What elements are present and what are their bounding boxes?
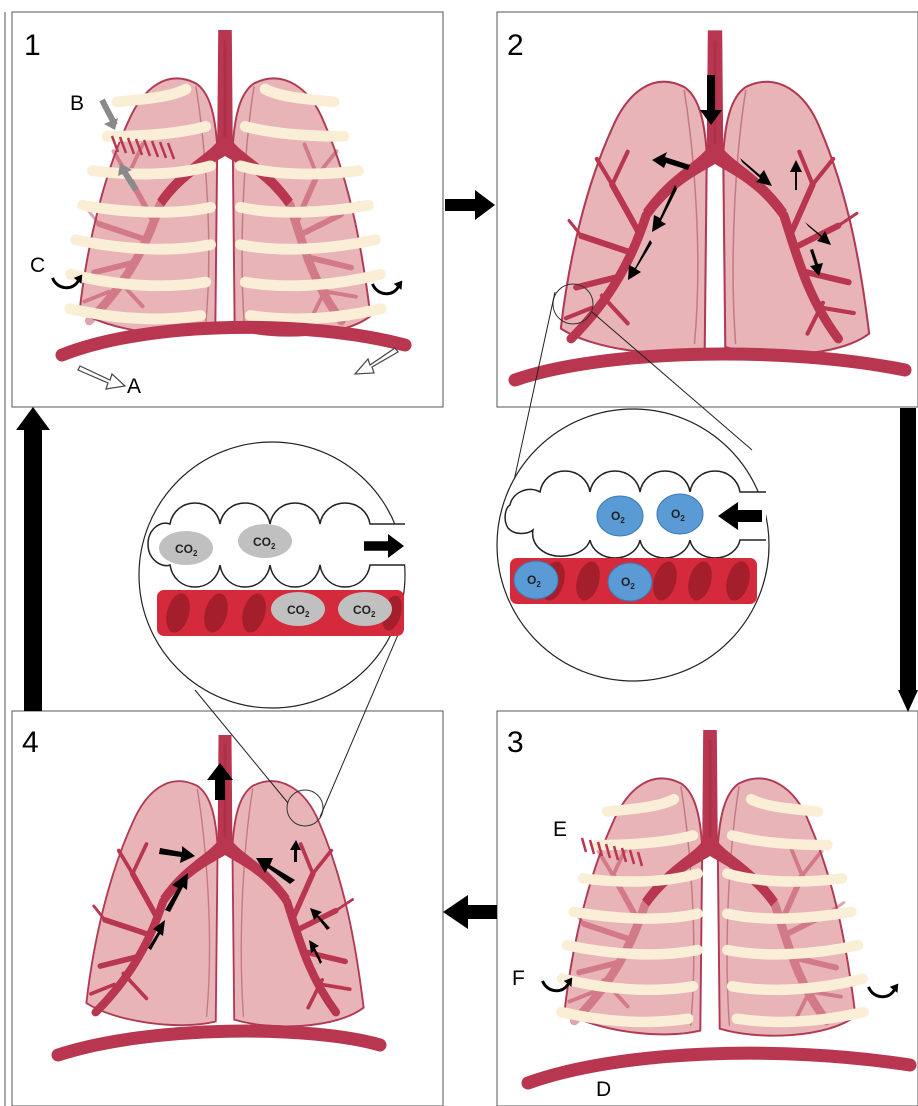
- cycle-arrow-3-to-4: [443, 895, 497, 929]
- label-F: F: [512, 967, 525, 990]
- cycle-arrow-4-to-1: [16, 407, 50, 711]
- alveolus-o2-exchange-zoom: O2 O2 O2 O2: [497, 409, 769, 681]
- cycle-arrow-1-to-2: [445, 190, 495, 220]
- co2-molecule: CO2: [159, 531, 213, 565]
- co2-molecule: CO2: [338, 592, 392, 626]
- panel-1-number: 1: [24, 29, 41, 62]
- label-A: A: [127, 375, 141, 398]
- alveolus-co2-exchange-zoom: CO2 CO2 CO2 CO2: [139, 442, 405, 708]
- panel-4: 4: [12, 711, 443, 1106]
- co2-molecule: CO2: [238, 524, 292, 558]
- o2-molecule: O2: [597, 496, 643, 536]
- label-C: C: [30, 254, 45, 277]
- label-B: B: [70, 92, 84, 115]
- co2-molecule: CO2: [271, 592, 325, 626]
- label-E: E: [553, 818, 567, 841]
- panel-1: 1 B C A: [12, 12, 443, 407]
- panel-3: 3 E F D: [497, 711, 918, 1106]
- panel-2-number: 2: [507, 29, 524, 62]
- label-D: D: [596, 1078, 611, 1101]
- panel-3-number: 3: [507, 726, 524, 759]
- o2-molecule: O2: [608, 563, 652, 601]
- o2-molecule: O2: [657, 494, 703, 534]
- panel-4-number: 4: [22, 726, 39, 759]
- cycle-arrow-2-to-3: [898, 408, 918, 712]
- panel-2: 2: [497, 12, 918, 407]
- o2-molecule: O2: [514, 561, 558, 599]
